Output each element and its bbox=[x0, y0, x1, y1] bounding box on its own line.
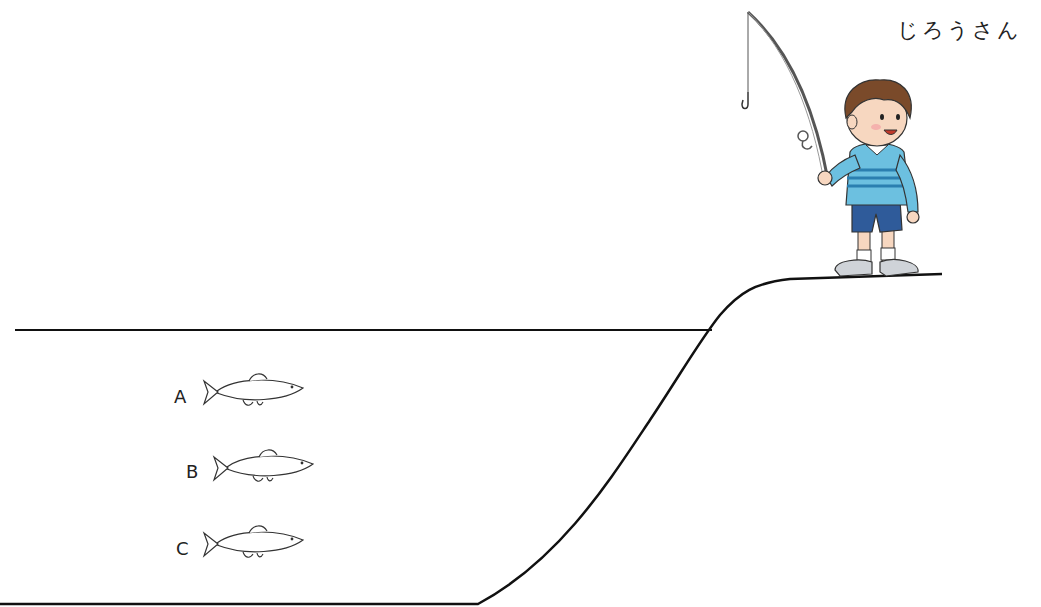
fish bbox=[204, 526, 303, 557]
fish bbox=[204, 374, 303, 405]
fish-label: A bbox=[174, 388, 186, 406]
fish bbox=[214, 450, 313, 481]
boy-illustration bbox=[818, 80, 919, 276]
fish-label: B bbox=[186, 463, 198, 481]
fishing-rod bbox=[742, 12, 828, 182]
bank-line bbox=[0, 274, 942, 604]
person-name: じろうさん bbox=[897, 20, 1022, 41]
water-surface bbox=[15, 329, 712, 331]
fish-label: C bbox=[176, 540, 189, 558]
